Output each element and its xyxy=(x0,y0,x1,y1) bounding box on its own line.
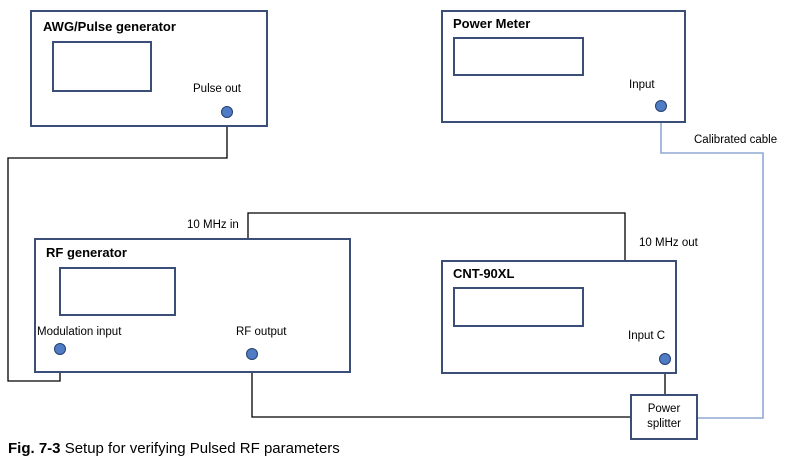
rf-output-port xyxy=(246,348,258,360)
awg-display xyxy=(52,41,152,92)
power-splitter-label: Power splitter xyxy=(630,402,698,432)
pulse-out-label: Pulse out xyxy=(193,83,241,95)
wire-calibrated-cable xyxy=(660,110,764,419)
power-meter-display xyxy=(453,37,584,76)
cnt-90xl-title: CNT-90XL xyxy=(453,266,515,281)
cnt-90xl-display xyxy=(453,287,584,327)
input-c-label: Input C xyxy=(628,330,666,342)
pulse-out-port xyxy=(221,106,233,118)
figure-caption: Fig. 7-3 Setup for verifying Pulsed RF p… xyxy=(8,440,340,458)
rf-generator-display xyxy=(59,267,176,316)
power-splitter-line1: Power xyxy=(647,403,681,415)
modulation-input-port xyxy=(54,343,66,355)
ten-mhz-out-label: 10 MHz out xyxy=(639,237,698,249)
figure-number: Fig. 7-3 xyxy=(8,440,61,457)
ten-mhz-in-label: 10 MHz in xyxy=(187,219,239,231)
awg-title: AWG/Pulse generator xyxy=(43,19,176,34)
wire-rf-output-to-splitter xyxy=(251,357,630,418)
figure-caption-text: Setup for verifying Pulsed RF parameters xyxy=(64,440,340,457)
power-splitter-box xyxy=(630,394,698,440)
power-meter-input-port xyxy=(655,100,667,112)
wire-pulse-to-modulation xyxy=(7,115,228,382)
power-splitter-line2: splitter xyxy=(647,418,681,430)
power-meter-input-label: Input xyxy=(629,79,655,91)
rf-output-label: RF output xyxy=(236,326,287,338)
power-meter-title: Power Meter xyxy=(453,16,531,31)
wire-10mhz-reference xyxy=(247,212,626,260)
calibrated-cable-label: Calibrated cable xyxy=(694,134,778,146)
modulation-input-label: Modulation input xyxy=(37,326,122,338)
input-c-port xyxy=(659,353,671,365)
rf-generator-title: RF generator xyxy=(46,245,127,260)
